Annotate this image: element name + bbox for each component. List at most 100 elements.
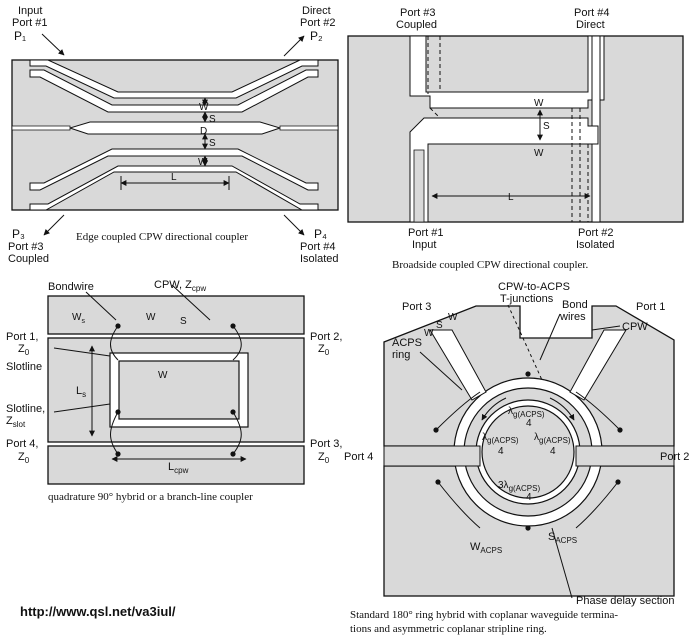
- fig2-caption: Broadside coupled CPW directional couple…: [392, 259, 588, 271]
- fig3-bondwire: Bondwire: [48, 281, 94, 293]
- fig4-port4-line: [383, 445, 481, 467]
- fig3-port1: Port 1,: [6, 331, 38, 343]
- fig3-bondwire-leader: [85, 291, 117, 321]
- fig4-dot-3: [435, 479, 441, 485]
- fig1-port1-l2: Port #1: [12, 17, 47, 29]
- fig2-upper-strip: [409, 35, 605, 109]
- fig2-dashed-bottom: [571, 108, 589, 222]
- fig4-caption-1: Standard 180° ring hybrid with coplanar …: [350, 609, 618, 621]
- fig1-l-label: L: [171, 172, 177, 183]
- fig1-center-slot: [68, 121, 282, 135]
- fig4-lambda-top: λg(ACPS): [508, 406, 545, 419]
- fig1-port2-l2: Port #2: [300, 17, 335, 29]
- fig2-s: S: [543, 121, 550, 132]
- fig2-port3-l1: Port #3: [400, 7, 435, 19]
- fig1-port2-l3: P₂: [310, 29, 323, 43]
- fig4-port2-line: [575, 445, 675, 467]
- fig4-arc-2: [549, 397, 575, 421]
- fig3-bondwire-tl: [110, 325, 119, 361]
- fig1-s-bottom-label: S: [209, 138, 216, 149]
- fig4-port3-slot: [429, 329, 487, 401]
- fig1-port3-l2: Port #3: [8, 241, 43, 253]
- fig4-dot-5: [525, 371, 531, 377]
- fig3-port3-z: Z0: [318, 451, 330, 465]
- fig1-port4-l1: P₄: [314, 227, 327, 241]
- fig3-dot-4: [230, 409, 236, 415]
- fig4-dot-6: [525, 525, 531, 531]
- fig3-slotline: Slotline: [6, 361, 42, 373]
- fig2-port1-l1: Port #1: [408, 227, 443, 239]
- fig4-tj-1: CPW-to-ACPS: [498, 281, 570, 293]
- fig3-slot-inner: [118, 360, 240, 420]
- fig3-ws: Ws: [72, 312, 85, 325]
- fig1-port1-l3: P₁: [14, 29, 26, 43]
- fig1-left-gap: [11, 125, 71, 131]
- fig3-port2-z: Z0: [318, 343, 330, 357]
- fig3-caption: quadrature 90° hybrid or a branch-line c…: [48, 491, 253, 503]
- fig3-w-top: W: [146, 312, 156, 323]
- fig2-port3-l2: Coupled: [396, 19, 437, 31]
- fig3-slotline2-leader: [53, 403, 111, 413]
- fig4-w2: W: [448, 312, 458, 323]
- fig4-phase-leader: [551, 527, 573, 599]
- fig1-port4-l3: Isolated: [300, 253, 339, 265]
- fig4-quarter-top: 4: [526, 418, 532, 429]
- fig1-d-label: D: [200, 126, 207, 137]
- fig4-dot-1: [433, 427, 439, 433]
- fig1-port1-arrow: [41, 33, 65, 56]
- fig4-w: W: [424, 328, 434, 339]
- fig3-bondwire-bl: [110, 411, 119, 455]
- fig4-tjunction-leader: [507, 304, 543, 381]
- fig4-bond-4: [575, 481, 619, 529]
- fig3-dot-1: [115, 323, 121, 329]
- fig1-upper-outer-slot: [29, 59, 319, 99]
- fig1-w-bottom-label: W: [198, 157, 208, 168]
- fig3-zslot: Zslot: [6, 415, 26, 429]
- fig2-port4-l1: Port #4: [574, 7, 609, 19]
- fig3-lcpw: Lcpw: [168, 461, 189, 475]
- fig4-acps-leader: [419, 351, 463, 391]
- fig4-phase-delay: Phase delay section: [576, 595, 674, 607]
- fig1-port3-l3: Coupled: [8, 253, 49, 265]
- fig3-bondwire-br: [232, 411, 242, 455]
- fig3-cpw-leader: [171, 284, 211, 321]
- fig3-port4-z: Z0: [18, 451, 30, 465]
- fig1-upper-inner-slot: [29, 69, 319, 113]
- fig4-port1-slot: [569, 329, 627, 401]
- fig2-dashed-top: [427, 36, 441, 119]
- fig4-acps-1: ACPS: [392, 337, 422, 349]
- fig1-edge-coupled-cpw: W S D S W L Input Port #1 P₁ Direct Port…: [8, 5, 339, 265]
- fig4-bond-leader: [539, 313, 561, 361]
- source-url[interactable]: http://www.qsl.net/va3iul/: [20, 604, 176, 619]
- fig1-port2-arrow: [283, 35, 305, 57]
- fig2-lower-inner: [413, 149, 425, 223]
- fig4-ring-center: [481, 405, 575, 499]
- fig4-cpw-leader: [591, 325, 621, 331]
- fig3-port4: Port 4,: [6, 438, 38, 450]
- fig1-port4-l2: Port #4: [300, 241, 335, 253]
- fig4-dot-2: [617, 427, 623, 433]
- fig4-quarter-bottom: 4: [526, 492, 532, 503]
- fig4-port4: Port 4: [344, 451, 373, 463]
- fig3-port3: Port 3,: [310, 438, 342, 450]
- fig4-arc-1: [481, 397, 507, 421]
- fig1-caption: Edge coupled CPW directional coupler: [76, 231, 248, 243]
- fig4-three-lambda: 3λg(ACPS): [498, 480, 540, 493]
- fig3-dot-5: [115, 451, 121, 457]
- fig4-cpw: CPW: [622, 321, 648, 333]
- fig4-s-acps: SACPS: [548, 531, 577, 545]
- fig3-top-ground: [47, 295, 305, 335]
- fig4-bond-2-label: wires: [559, 311, 586, 323]
- fig4-quarter-right: 4: [550, 446, 556, 457]
- fig2-w-top: W: [534, 98, 544, 109]
- fig4-lambda-left: λg(ACPS): [482, 432, 519, 445]
- fig3-bondwire-tr: [232, 325, 242, 361]
- fig4-bond-1-label: Bond: [562, 299, 588, 311]
- fig1-lower-outer-slot: [29, 165, 319, 211]
- fig2-l: L: [508, 192, 514, 203]
- fig3-cpw: CPW, Zcpw: [154, 279, 206, 293]
- fig4-dot-4: [615, 479, 621, 485]
- fig1-port3-arrow: [43, 214, 65, 236]
- fig4-port3: Port 3: [402, 301, 431, 313]
